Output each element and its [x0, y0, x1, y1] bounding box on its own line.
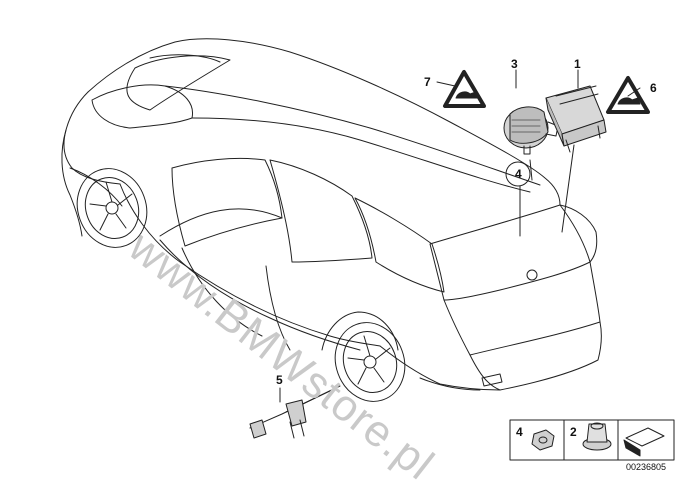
legend-label-2: 2: [570, 425, 577, 439]
part-1-module: [545, 85, 607, 153]
diagram-id: 00236805: [626, 462, 667, 472]
part-7-warning-label: [443, 70, 486, 108]
legend-label-4: 4: [516, 425, 523, 439]
rear-wheel: [321, 311, 406, 402]
part-5-harness: [249, 385, 341, 439]
legend-box: [509, 419, 675, 461]
callout-6: 6: [650, 81, 657, 95]
callout-4: 4: [515, 167, 522, 181]
callout-5: 5: [276, 373, 283, 387]
callout-4-circle: [505, 161, 531, 187]
callout-1: 1: [574, 57, 581, 71]
callout-3: 3: [511, 57, 518, 71]
part-6-warning-label: [606, 76, 650, 114]
part-3-siren: [503, 106, 559, 155]
callout-7: 7: [424, 75, 431, 89]
front-wheel: [76, 168, 148, 248]
